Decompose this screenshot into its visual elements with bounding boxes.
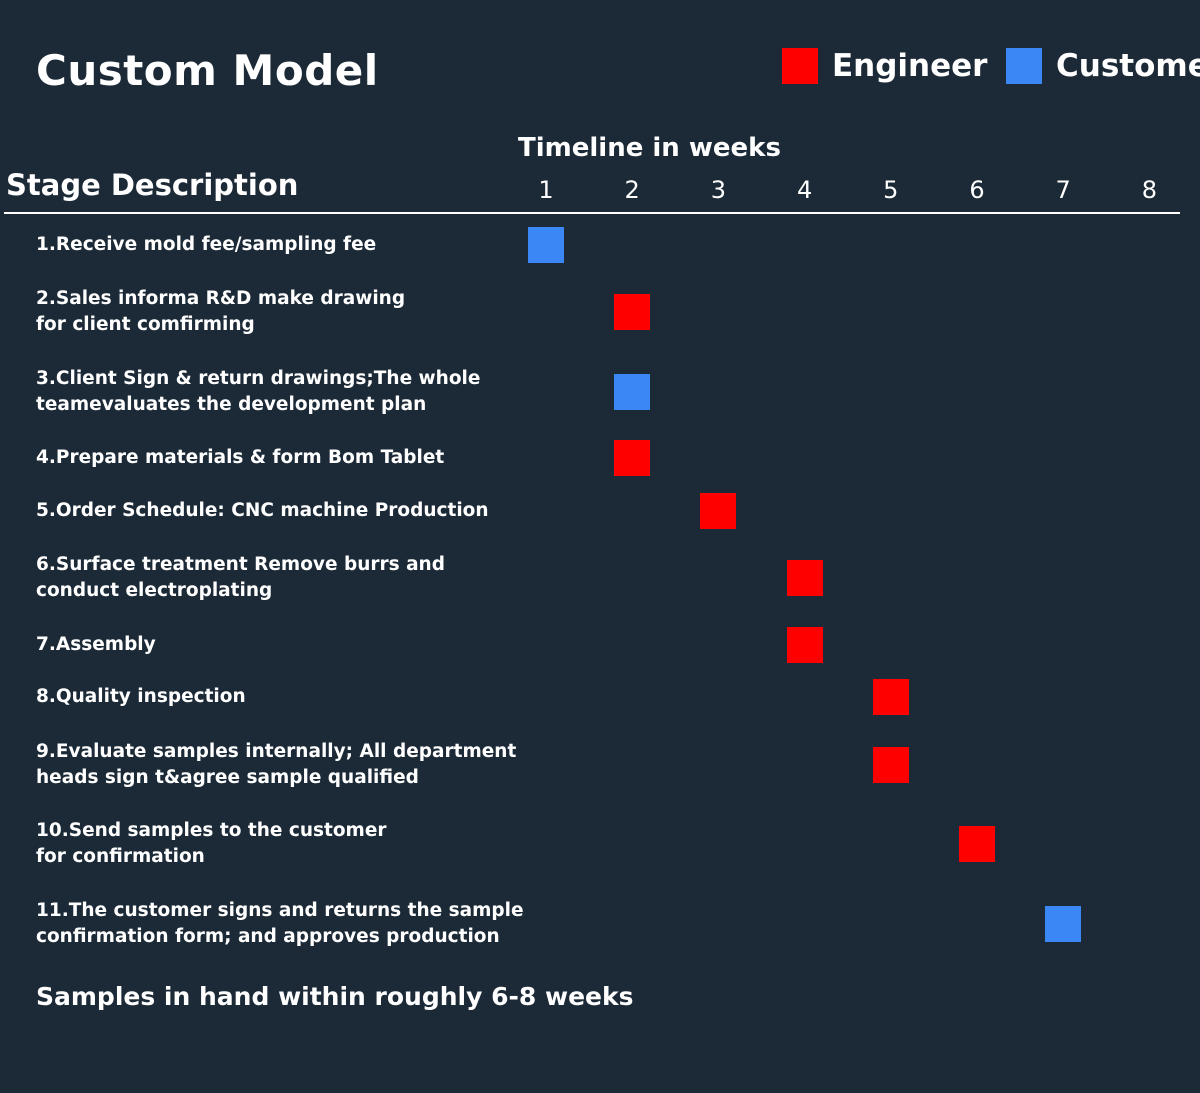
- week-label-2: 2: [624, 176, 640, 204]
- stage-block-2-engineer: [614, 294, 651, 330]
- header-divider: [4, 212, 1180, 214]
- footnote: Samples in hand within roughly 6-8 weeks: [36, 982, 634, 1011]
- stage-description-8: 8.Quality inspection: [36, 684, 246, 710]
- stage-block-11-customer: [1045, 906, 1082, 942]
- stage-line: 5.Order Schedule: CNC machine Production: [36, 500, 489, 521]
- week-label-8: 8: [1141, 176, 1158, 204]
- stage-block-1-customer: [528, 227, 564, 263]
- stage-block-10-engineer: [959, 826, 995, 862]
- stage-line: for client comfirming: [36, 314, 255, 335]
- stage-line: 4.Prepare materials & form Bom Tablet: [36, 447, 445, 468]
- stage-line: 3.Client Sign & return drawings;The whol…: [36, 368, 481, 389]
- legend-item-engineer: Engineer: [782, 48, 987, 84]
- stage-block-3-customer: [614, 374, 651, 410]
- stage-line: 10.Send samples to the customer: [36, 820, 387, 841]
- stage-line: for confirmation: [36, 846, 205, 867]
- legend-label-customer: Customer: [1056, 48, 1200, 84]
- stage-line: 11.The customer signs and returns the sa…: [36, 900, 524, 921]
- stage-description-5: 5.Order Schedule: CNC machine Production: [36, 498, 489, 524]
- stage-line: 2.Sales informa R&D make drawing: [36, 288, 406, 309]
- stage-header: Stage Description: [6, 168, 299, 202]
- stage-line: 9.Evaluate samples internally; All depar…: [36, 741, 517, 762]
- stage-description-4: 4.Prepare materials & form Bom Tablet: [36, 445, 444, 471]
- stage-block-7-engineer: [786, 627, 823, 663]
- stage-description-11: 11.The customer signs and returns the sa…: [36, 898, 524, 950]
- stage-line: confirmation form; and approves producti…: [36, 926, 500, 947]
- week-label-7: 7: [1055, 176, 1071, 204]
- stage-description-9: 9.Evaluate samples internally; All depar…: [36, 739, 516, 791]
- stage-description-10: 10.Send samples to the customer for confi…: [36, 818, 387, 870]
- stage-block-8-engineer: [872, 679, 909, 715]
- stage-block-9-engineer: [872, 747, 909, 783]
- week-label-5: 5: [883, 176, 899, 204]
- stage-line: heads sign t&agree sample qualified: [36, 767, 419, 788]
- timeline-title: Timeline in weeks: [518, 133, 781, 163]
- legend-item-customer: Customer: [1006, 48, 1200, 84]
- stage-line: 8.Quality inspection: [36, 686, 246, 707]
- legend-label-engineer: Engineer: [832, 48, 988, 84]
- legend-swatch-customer: [1006, 48, 1042, 84]
- legend-swatch-engineer: [782, 48, 818, 84]
- stage-description-2: 2.Sales informa R&D make drawing for clie…: [36, 286, 405, 338]
- stage-description-1: 1.Receive mold fee/sampling fee: [36, 232, 376, 258]
- week-label-3: 3: [710, 176, 727, 204]
- stage-line: teamevaluates the development plan: [36, 394, 427, 415]
- stage-block-4-engineer: [614, 440, 651, 476]
- stage-line: 6.Surface treatment Remove burrs and: [36, 554, 445, 575]
- week-label-4: 4: [796, 176, 813, 204]
- stage-line: 7.Assembly: [36, 634, 156, 655]
- stage-description-3: 3.Client Sign & return drawings;The whol…: [36, 366, 480, 418]
- stage-line: 1.Receive mold fee/sampling fee: [36, 234, 377, 255]
- stage-block-5-engineer: [700, 493, 737, 529]
- week-label-6: 6: [969, 176, 985, 204]
- stage-line: conduct electroplating: [36, 580, 273, 601]
- page-title: Custom Model: [36, 46, 379, 95]
- week-label-1: 1: [538, 176, 554, 204]
- stage-description-6: 6.Surface treatment Remove burrs and cond…: [36, 552, 445, 604]
- stage-block-6-engineer: [786, 560, 823, 596]
- stage-description-7: 7.Assembly: [36, 632, 156, 658]
